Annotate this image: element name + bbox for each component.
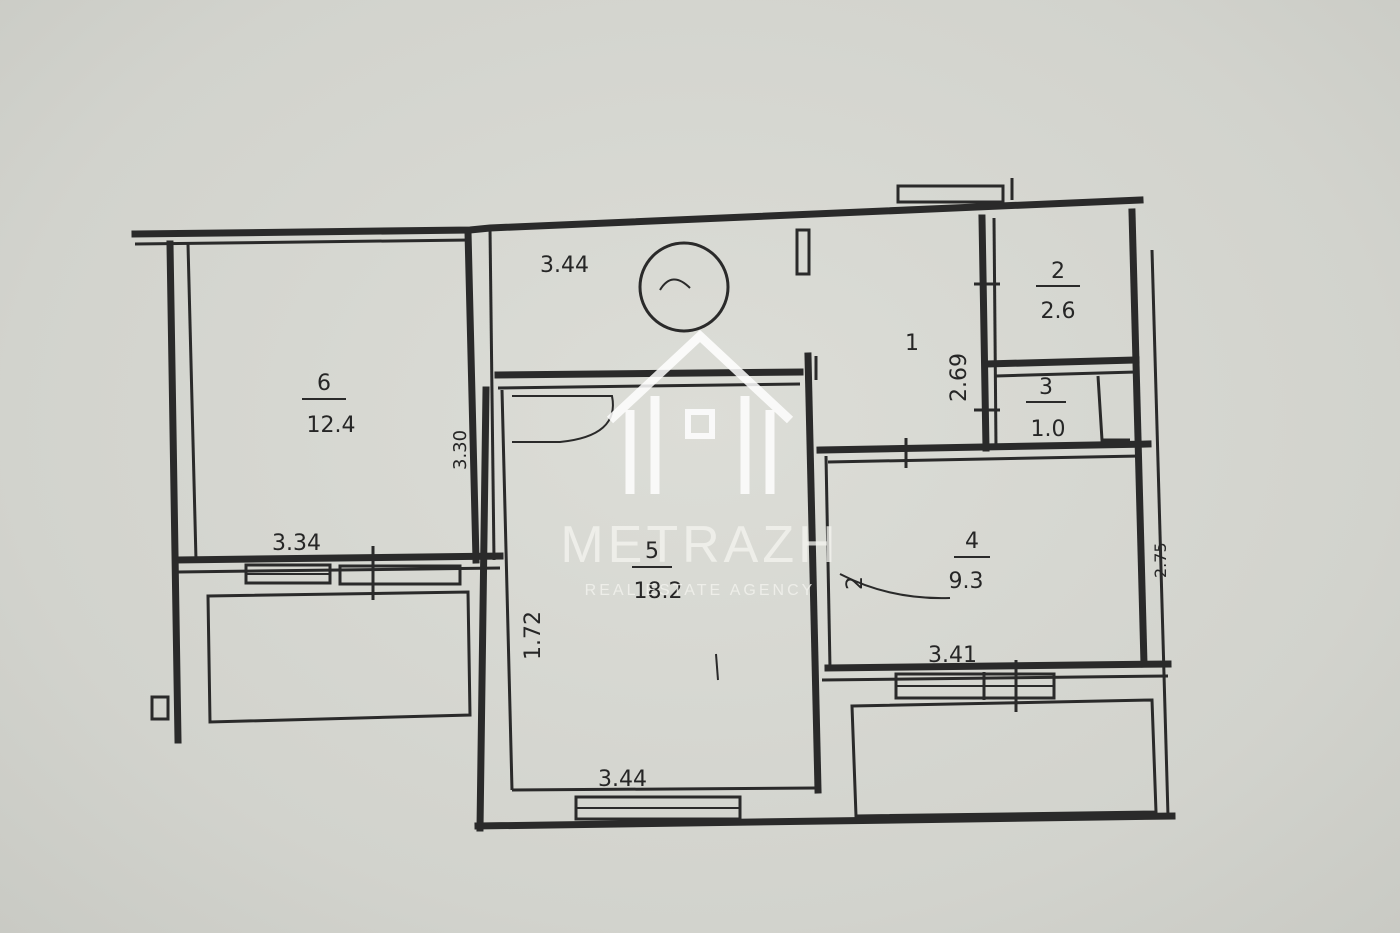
watermark-tagline: REAL ESTATE AGENCY — [585, 582, 816, 599]
room5-bottom-inner — [511, 786, 817, 792]
hall-door-post — [795, 228, 811, 276]
room6-bottom-wall — [174, 552, 504, 564]
right-wall — [1128, 208, 1148, 668]
room6-number: 6 — [317, 371, 331, 396]
room6-right-wall — [464, 228, 480, 564]
dim-hall-height: 2.69 — [947, 353, 972, 402]
hall-room5-wall — [494, 368, 804, 379]
watermark-name: METRAZH — [560, 516, 839, 574]
room3-top — [995, 370, 1137, 378]
dim-room4-width: 3.41 — [928, 643, 977, 668]
dim-room6-width: 3.34 — [272, 531, 321, 556]
room6-left-wall — [166, 240, 182, 744]
room2-bottom — [982, 356, 1140, 368]
dim-room4-door: 2 — [843, 576, 868, 590]
room6-area: 12.4 — [307, 413, 356, 438]
room6-right-inner — [488, 227, 496, 561]
room2-number: 2 — [1051, 259, 1065, 284]
dim-room5-bottom: 3.44 — [598, 767, 647, 792]
room4-top-inner — [827, 454, 1141, 464]
room5-right-inner — [824, 455, 832, 669]
balcony-left-handle — [150, 695, 170, 721]
room5-area: 18.2 — [634, 579, 683, 604]
room5-bottom-wall — [474, 812, 1176, 830]
top-wall-inner — [134, 238, 471, 246]
room5-right-wall — [804, 352, 822, 794]
hall-fixture — [638, 241, 730, 333]
room4-number: 4 — [965, 529, 979, 554]
room3-box — [1096, 375, 1130, 442]
dim-room5-left: 1.72 — [521, 611, 546, 660]
room3-area: 1.0 — [1031, 417, 1066, 442]
watermark: METRAZH REAL ESTATE AGENCY — [560, 329, 839, 599]
top-vent — [896, 184, 1005, 204]
balcony-left — [206, 590, 472, 724]
room4-bottom-inner — [821, 674, 1169, 682]
dimension-labels: 3.44 3.34 3.30 1.72 3.44 2.69 3.41 2 2.7… — [272, 253, 1170, 792]
room1-number: 1 — [905, 331, 919, 356]
room2-area: 2.6 — [1041, 299, 1076, 324]
dim-right-side: 2.75 — [1151, 542, 1170, 578]
walls — [131, 178, 1176, 832]
room4-bottom-wall — [824, 660, 1172, 672]
room-labels: 6 12.4 5 18.2 4 9.3 2 2.6 3 1.0 1 — [302, 259, 1080, 604]
hall-fixture-mark — [659, 278, 691, 291]
room5-number: 5 — [645, 539, 659, 564]
dim-top-hall: 3.44 — [540, 253, 589, 278]
watermark-house-icon — [606, 329, 794, 494]
room3-number: 3 — [1039, 375, 1053, 400]
room4-door-swing — [839, 573, 951, 600]
bath-block-left — [978, 214, 990, 452]
room5-left-wall — [476, 386, 490, 832]
room6-left-inner — [186, 243, 198, 561]
room5-mark — [715, 653, 719, 681]
right-wall-outer — [1150, 249, 1170, 817]
room4-top-wall — [816, 440, 1152, 454]
top-wall — [131, 196, 1144, 238]
room4-area: 9.3 — [949, 569, 984, 594]
room5-bathtub — [512, 395, 614, 443]
bath-block-left-inner — [992, 217, 998, 449]
dim-room6-depth: 3.30 — [450, 430, 471, 470]
room6-sill — [338, 564, 462, 586]
room5-left-inner — [500, 389, 514, 791]
balcony-right — [850, 698, 1158, 818]
